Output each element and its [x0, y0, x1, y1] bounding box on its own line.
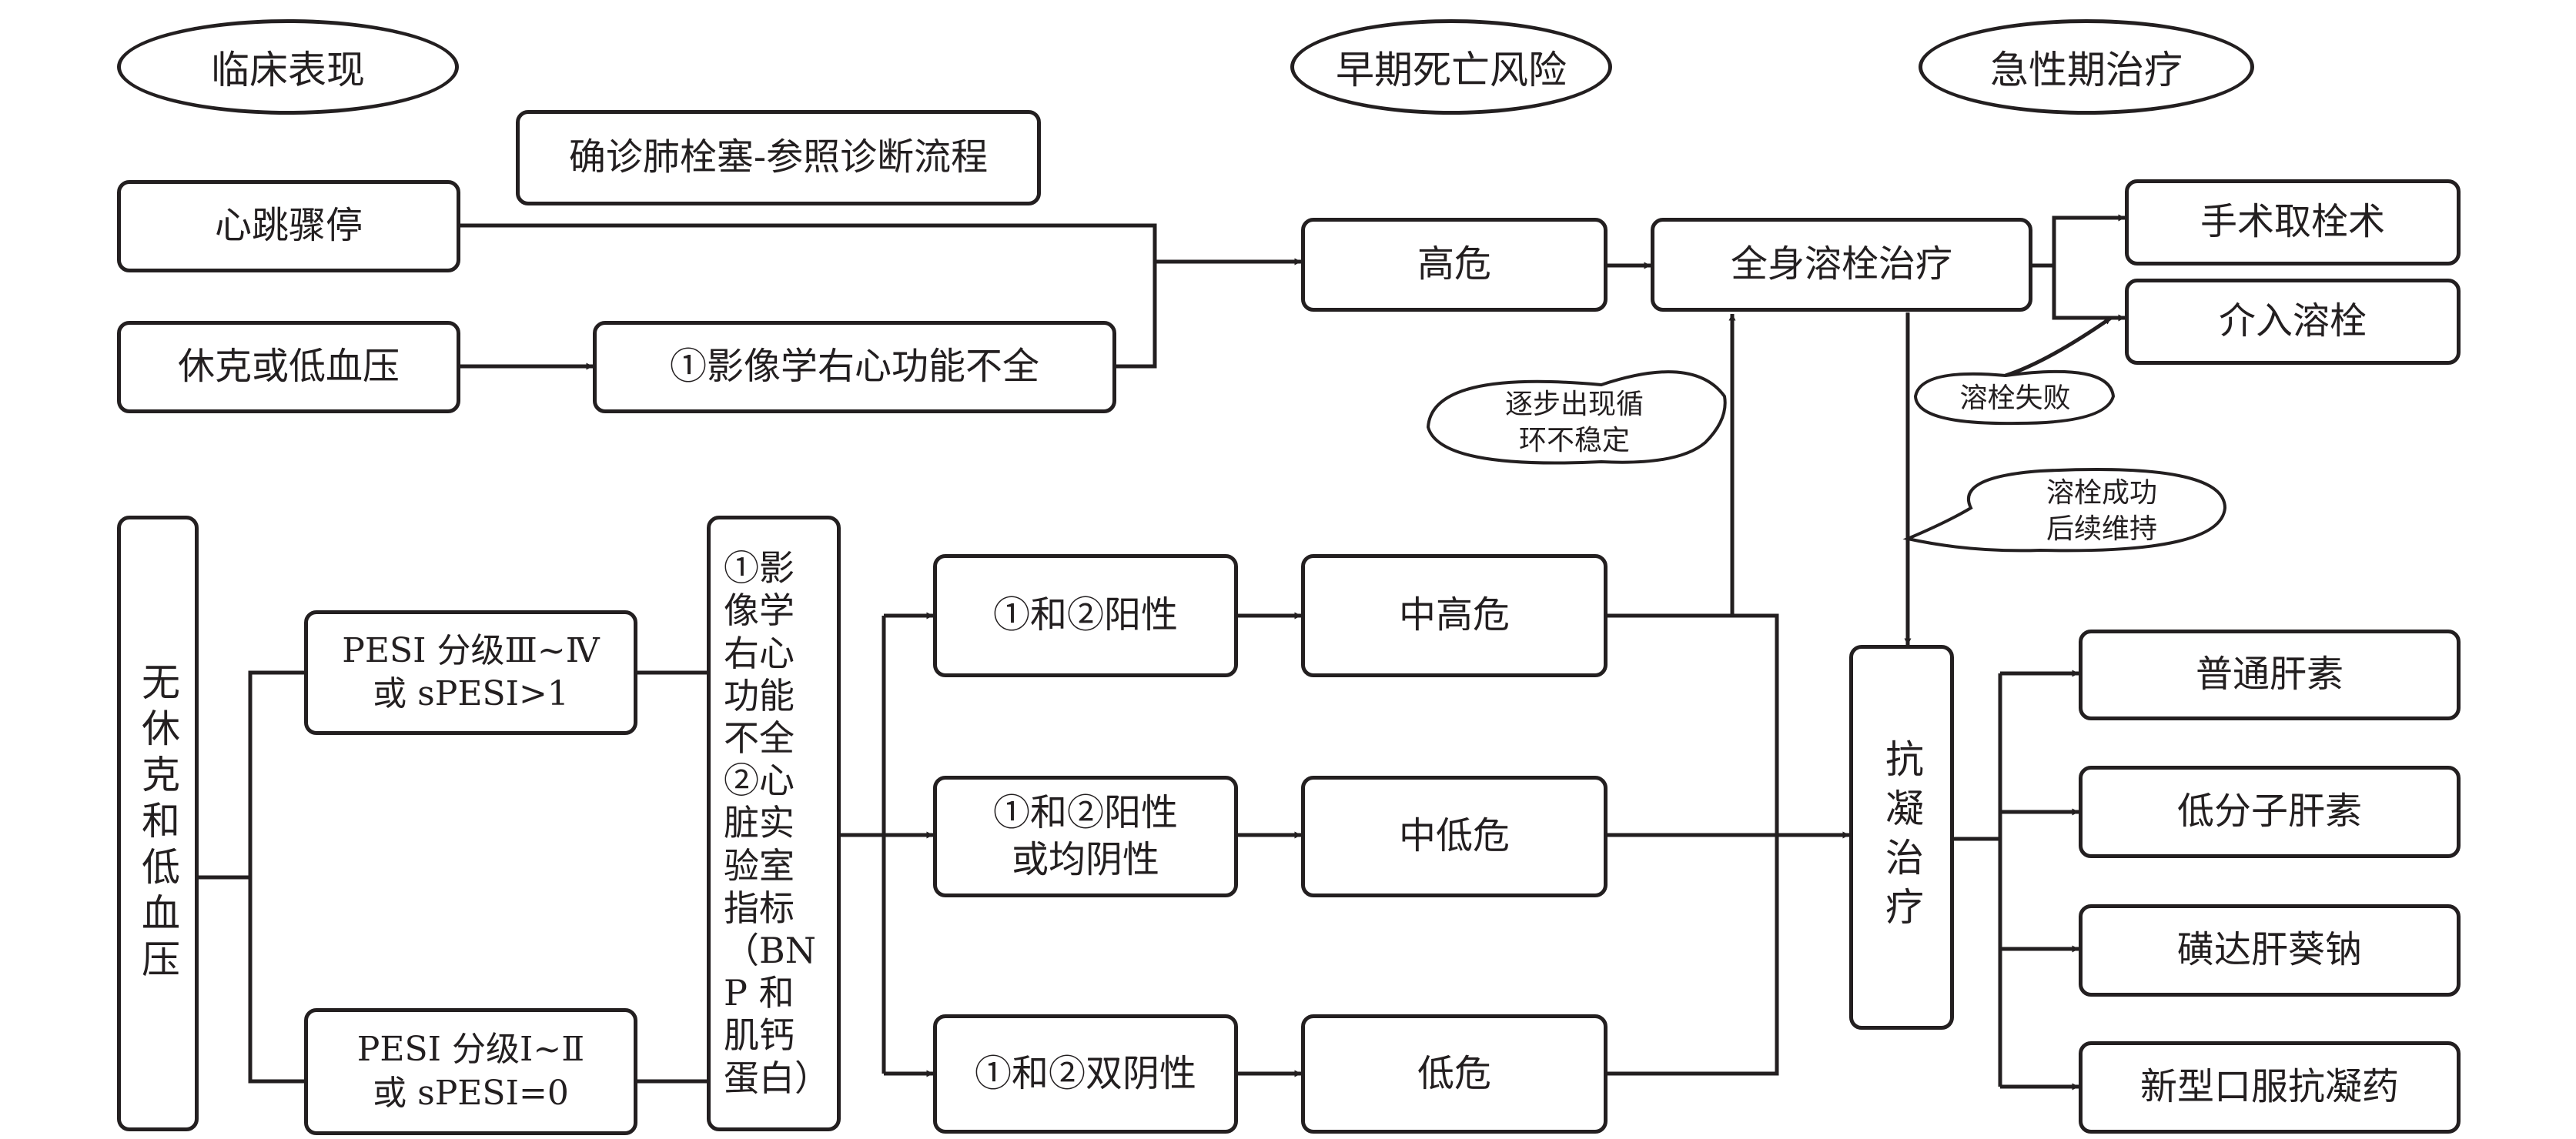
node-low-risk-label: 低危 [1417, 1051, 1491, 1095]
header-early-risk-label: 早期死亡风险 [1336, 48, 1567, 92]
header-acute-treatment-label: 急性期治疗 [1990, 48, 2183, 92]
node-both-negative: ①和②双阴性 [933, 1014, 1238, 1134]
node-low-risk: 低危 [1301, 1014, 1607, 1134]
node-one-or-both-negative: ①和②阳性 或均阴性 [933, 776, 1238, 897]
node-intermediate-high: 中高危 [1301, 554, 1607, 677]
node-intermediate-low-label: 中低危 [1398, 814, 1510, 858]
callout-success-bubble [1902, 468, 2227, 553]
header-clinical: 临床表现 [117, 19, 459, 115]
line-imaging-to-merge [1116, 262, 1157, 369]
node-systemic-thrombolysis-label: 全身溶栓治疗 [1730, 242, 1952, 286]
node-both-negative-label: ①和②双阴性 [974, 1051, 1196, 1095]
line-noshock-branch-low [248, 877, 304, 1084]
node-shock-label: 休克或低血压 [177, 345, 400, 389]
arrow-cardiac-arrest-to-high [460, 223, 1302, 266]
arrow-thrombolysis-to-surgery [2032, 214, 2126, 268]
node-heparin-label: 普通肝素 [2195, 653, 2343, 696]
node-both-positive-label: ①和②阳性 [992, 593, 1178, 637]
node-criteria: ①影像学右心功能不全②心脏实验室指标（BNP 和肌钙蛋白） [707, 516, 841, 1131]
node-lmwh-label: 低分子肝素 [2176, 790, 2362, 833]
node-fondaparinux: 磺达肝葵钠 [2079, 904, 2461, 997]
node-intermediate-high-label: 中高危 [1398, 593, 1510, 637]
callout-unstable-bubble [1426, 370, 1727, 465]
node-one-or-both-negative-label: ①和②阳性 或均阴性 [992, 790, 1178, 881]
node-no-shock-label: 无休克和低血压 [135, 662, 180, 985]
diagnosis-note: 确诊肺栓塞-参照诊断流程 [516, 110, 1041, 205]
diagnosis-note-label: 确诊肺栓塞-参照诊断流程 [568, 135, 989, 179]
callout-success-label: 溶栓成功 后续维持 [2046, 476, 2157, 545]
callout-failure-bubble [1913, 369, 2116, 426]
callout-failure: 溶栓失败 [1921, 376, 2109, 422]
node-pesi-low-label: PESI 分级Ⅰ~Ⅱ 或 sPESI=0 [356, 1030, 585, 1113]
node-anticoagulation-label: 抗凝治疗 [1879, 739, 1924, 936]
node-interventional: 介入溶栓 [2125, 279, 2461, 365]
node-pesi-high-label: PESI 分级Ⅲ~Ⅳ 或 sPESI>1 [342, 630, 600, 713]
header-early-risk: 早期死亡风险 [1290, 19, 1612, 115]
line-noshock-branch [199, 670, 304, 880]
node-criteria-label: ①影像学右心功能不全②心脏实验室指标（BNP 和肌钙蛋白） [724, 547, 830, 1099]
arrow-thrombolysis-to-intervention [2052, 266, 2126, 322]
node-heparin: 普通肝素 [2079, 630, 2461, 720]
node-systemic-thrombolysis: 全身溶栓治疗 [1651, 218, 2032, 312]
node-noac: 新型口服抗凝药 [2079, 1041, 2461, 1134]
node-surgical-embolectomy-label: 手术取栓术 [2200, 200, 2385, 244]
node-shock: 休克或低血压 [117, 321, 460, 413]
callout-failure-label: 溶栓失败 [1959, 382, 2071, 414]
header-clinical-label: 临床表现 [211, 48, 365, 92]
line-low-to-anticoag [1607, 835, 1779, 1076]
node-noac-label: 新型口服抗凝药 [2139, 1065, 2399, 1109]
node-cardiac-arrest-label: 心跳骤停 [214, 204, 363, 248]
node-intermediate-low: 中低危 [1301, 776, 1607, 897]
arrow-to-both-positive [882, 616, 933, 1074]
line-int-high-to-anticoag [1607, 613, 1779, 835]
node-anticoagulation: 抗凝治疗 [1849, 645, 1954, 1030]
node-surgical-embolectomy: 手术取栓术 [2125, 179, 2461, 266]
node-fondaparinux-label: 磺达肝葵钠 [2176, 928, 2362, 972]
node-pesi-low: PESI 分级Ⅰ~Ⅱ 或 sPESI=0 [304, 1008, 637, 1135]
header-acute-treatment: 急性期治疗 [1919, 19, 2254, 115]
node-lmwh: 低分子肝素 [2079, 766, 2461, 858]
arrow-failure-to-intervention [2005, 316, 2113, 378]
node-high-risk-label: 高危 [1417, 242, 1491, 286]
node-high-risk: 高危 [1301, 218, 1607, 312]
node-cardiac-arrest: 心跳骤停 [117, 180, 460, 272]
node-interventional-label: 介入溶栓 [2218, 299, 2367, 343]
node-imaging-rv-label: ①影像学右心功能不全 [669, 345, 1039, 389]
line-anticoag-to-drugs [1954, 673, 2002, 1087]
node-imaging-rv: ①影像学右心功能不全 [593, 321, 1116, 413]
callout-success: 溶栓成功 后续维持 [1986, 471, 2217, 552]
node-both-positive: ①和②阳性 [933, 554, 1238, 677]
node-no-shock: 无休克和低血压 [117, 516, 199, 1131]
callout-unstable: 逐步出现循 环不稳定 [1447, 385, 1701, 462]
callout-unstable-label: 逐步出现循 环不稳定 [1504, 389, 1644, 456]
node-pesi-high: PESI 分级Ⅲ~Ⅳ 或 sPESI>1 [304, 610, 637, 735]
